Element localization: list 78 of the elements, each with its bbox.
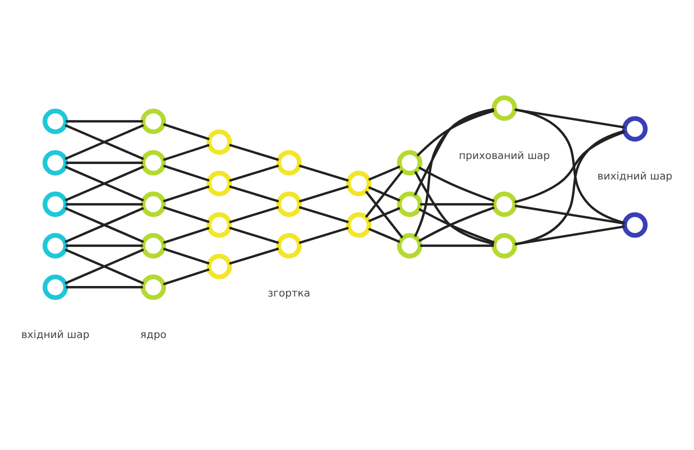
- connector: [298, 226, 349, 244]
- node-circle: [140, 150, 166, 176]
- connector: [365, 170, 404, 218]
- connector: [229, 226, 279, 244]
- node-circle: [492, 95, 518, 121]
- connector: [420, 203, 494, 206]
- connector: [163, 248, 210, 265]
- node-circle: [396, 150, 422, 176]
- connector: [298, 164, 349, 182]
- connector: [66, 120, 143, 122]
- node-circle: [42, 274, 68, 300]
- connector: [66, 244, 143, 247]
- node-circle: [140, 192, 166, 217]
- connector: [64, 166, 144, 202]
- node-circle: [206, 212, 232, 238]
- connector: [368, 166, 400, 181]
- connector: [229, 206, 279, 224]
- connector: [66, 162, 143, 164]
- connector: [64, 207, 144, 243]
- connector: [368, 186, 400, 202]
- connector: [414, 108, 494, 238]
- connector: [298, 185, 349, 203]
- node-circle: [492, 233, 518, 258]
- node-circle: [42, 233, 68, 258]
- connector: [163, 226, 210, 244]
- connector: [514, 130, 625, 246]
- connector: [163, 144, 210, 161]
- node-circle: [396, 233, 422, 258]
- connector: [229, 248, 279, 265]
- connector: [229, 144, 279, 162]
- label: згортка: [268, 287, 310, 300]
- connector: [64, 124, 144, 160]
- connector: [416, 110, 494, 157]
- connector: [229, 185, 279, 202]
- label: прихований шар: [458, 150, 550, 162]
- connector: [514, 108, 625, 224]
- connector: [163, 164, 210, 182]
- label: вихідний шар: [597, 170, 672, 183]
- connector: [163, 123, 210, 140]
- connector: [229, 164, 279, 182]
- connector: [64, 248, 144, 284]
- node-circle: [42, 150, 68, 176]
- connector: [418, 166, 495, 202]
- node-circle: [206, 129, 232, 155]
- connector: [66, 203, 143, 206]
- connector: [514, 204, 625, 225]
- connector: [514, 130, 626, 204]
- node-circle: [206, 254, 232, 280]
- node-circle: [140, 108, 166, 134]
- connector: [66, 286, 143, 288]
- node-circle: [276, 150, 302, 176]
- connector: [365, 190, 404, 238]
- label: вхідний шар: [21, 328, 90, 341]
- node-circle: [346, 212, 372, 238]
- node-circle: [140, 233, 166, 258]
- node-circle: [42, 108, 68, 134]
- connector: [414, 170, 494, 246]
- connector: [420, 244, 494, 247]
- node-circle: [42, 192, 68, 217]
- label: ядро: [140, 328, 166, 341]
- connector: [163, 206, 210, 224]
- connector: [298, 206, 349, 224]
- node-circle: [622, 212, 648, 238]
- connector: [368, 206, 400, 222]
- connector: [414, 108, 494, 196]
- connector: [514, 225, 625, 246]
- connector: [368, 228, 400, 244]
- node-circle: [346, 170, 372, 196]
- node-circle: [140, 274, 166, 300]
- connector: [163, 185, 210, 202]
- node-circle: [276, 192, 302, 217]
- node-circle: [396, 192, 422, 217]
- node-circle: [206, 170, 232, 196]
- connector: [163, 268, 210, 286]
- node-circle: [276, 233, 302, 258]
- connector: [514, 108, 625, 129]
- node-circle: [492, 192, 518, 217]
- node-circle: [622, 116, 648, 142]
